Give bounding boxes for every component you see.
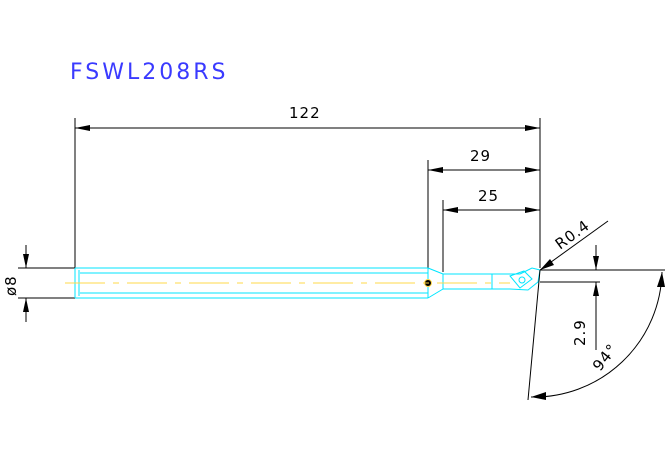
dim-overall-length: 122 <box>74 104 541 268</box>
dim-angle-label: 94° <box>589 340 621 374</box>
dim-neck-length: 25 <box>442 187 540 272</box>
dim-neck-length-label: 25 <box>478 187 499 205</box>
dim-nose-radius: R0.4 <box>539 216 609 271</box>
dim-shank-diameter: ø8 <box>2 245 76 322</box>
tool-body <box>74 267 541 299</box>
dim-shank-diameter-label: ø8 <box>2 275 20 296</box>
dim-overall-length-label: 122 <box>289 104 321 122</box>
dim-offset: 2.9 <box>540 245 665 350</box>
dim-head-length-label: 29 <box>470 147 491 165</box>
dim-offset-label: 2.9 <box>571 319 589 346</box>
drawing-title: FSWL208RS <box>70 60 228 85</box>
dim-head-length: 29 <box>427 147 540 272</box>
dim-nose-radius-label: R0.4 <box>552 216 594 253</box>
